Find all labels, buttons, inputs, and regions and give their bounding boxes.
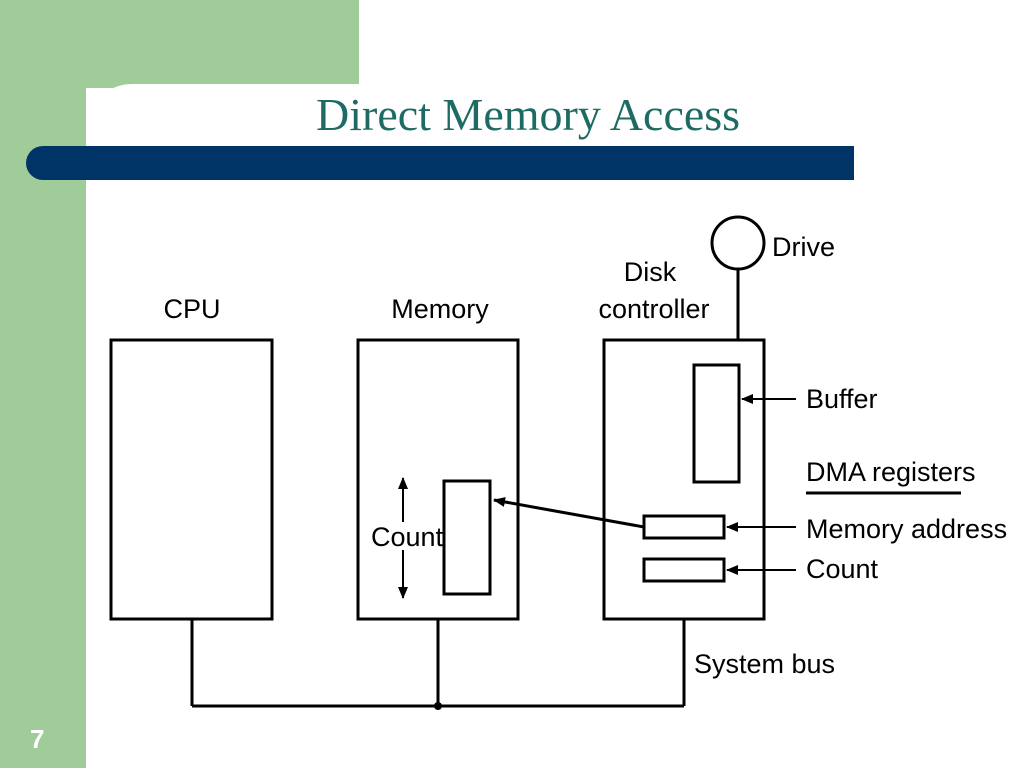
- buffer-label: Buffer: [806, 384, 878, 414]
- slide-number: 7: [30, 724, 45, 754]
- memory-block: [442, 479, 492, 596]
- memory-label: Memory: [391, 294, 489, 324]
- cpu-box: [109, 338, 274, 621]
- memory-address-label: Memory address: [806, 514, 1007, 544]
- memory-address-register: [642, 514, 726, 540]
- memory-count-label: Count: [371, 522, 444, 552]
- top-decor-band: [0, 0, 359, 88]
- buffer-block: [692, 363, 741, 484]
- disk-label-line1: Disk: [624, 257, 677, 287]
- drive-label: Drive: [772, 232, 835, 262]
- dma-registers-label: DMA registers: [806, 457, 976, 487]
- address-arrow: [493, 497, 645, 529]
- count-register-label: Count: [806, 554, 879, 584]
- cpu-label: CPU: [163, 294, 220, 324]
- disk-label-line2: controller: [598, 294, 709, 324]
- slide-title: Direct Memory Access: [316, 89, 741, 140]
- title-underline-bar: [26, 146, 854, 180]
- bus-junction-dot: [434, 702, 442, 710]
- count-register: [642, 557, 726, 583]
- memory-box: [356, 338, 520, 621]
- system-bus-label: System bus: [694, 649, 835, 679]
- drive-circle: [710, 215, 766, 271]
- left-decor-band: [0, 0, 86, 768]
